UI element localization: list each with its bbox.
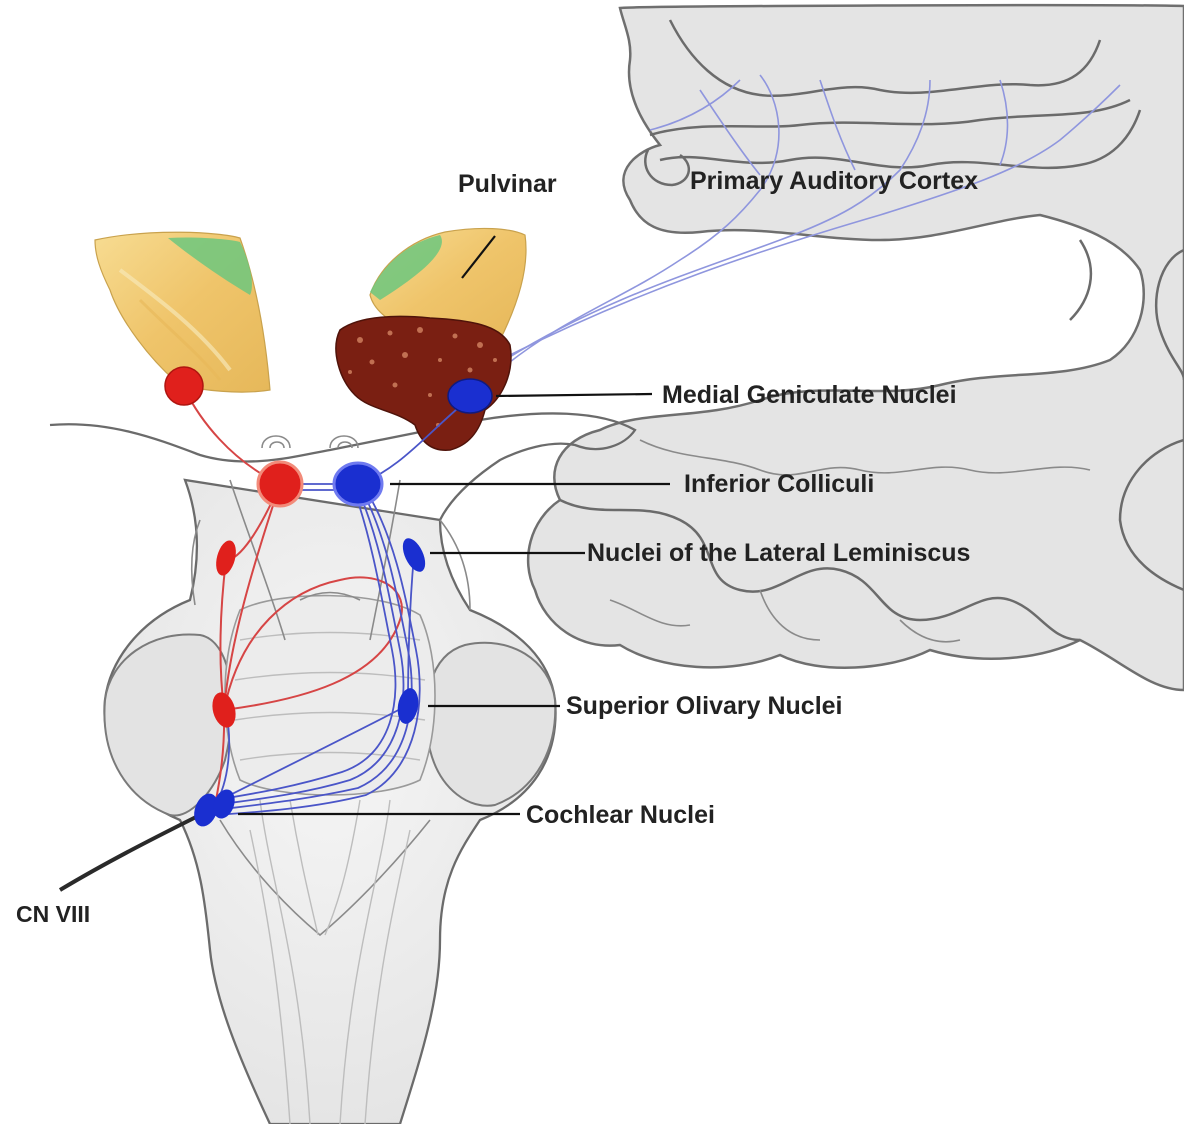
left-mgn-nucleus [165,367,203,405]
cortex-outline [528,5,1184,690]
label-inferior-colliculi: Inferior Colliculi [684,470,874,498]
label-cochlear-nuclei: Cochlear Nuclei [526,801,715,829]
label-primary-auditory-cortex: Primary Auditory Cortex [690,167,978,195]
label-pulvinar: Pulvinar [458,170,557,198]
label-medial-geniculate-nuclei: Medial Geniculate Nuclei [662,381,957,409]
right-inferior-colliculus [334,463,382,505]
label-superior-olivary-nuclei: Superior Olivary Nuclei [566,692,843,720]
label-nuclei-lateral-leminiscus: Nuclei of the Lateral Leminiscus [587,539,970,567]
right-mgn-nucleus [448,379,492,413]
cortex [528,5,1184,690]
label-cn-viii: CN VIII [16,901,90,927]
left-inferior-colliculus [258,462,302,506]
